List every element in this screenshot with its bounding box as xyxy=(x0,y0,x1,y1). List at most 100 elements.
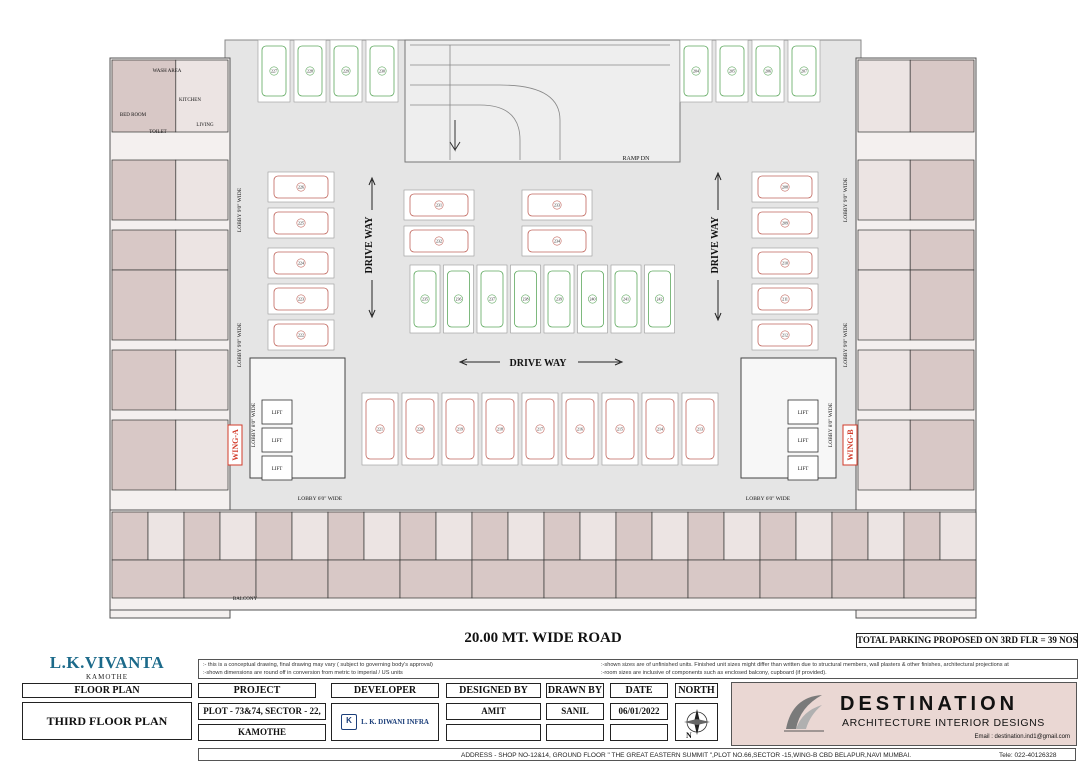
designed-by-value: AMIT xyxy=(446,703,541,720)
parking-slot-number: 222 xyxy=(298,333,304,338)
room-block xyxy=(939,511,977,561)
parking-slot: 211 xyxy=(751,283,819,315)
developer-name: L. K. DIWANI INFRA xyxy=(361,718,429,726)
destination-subtitle: ARCHITECTURE INTERIOR DESIGNS xyxy=(842,717,1045,729)
project-value-line1: PLOT - 73&74, SECTOR - 22, xyxy=(198,703,326,720)
date-blank xyxy=(610,724,668,741)
parking-slot-number: 234 xyxy=(554,239,560,244)
note-line: :-shown dimensions are round off in conv… xyxy=(203,670,403,676)
room-block xyxy=(857,159,911,221)
room-label: WASH AREA xyxy=(153,69,182,74)
parking-slot-number: 236 xyxy=(456,297,462,302)
footer-telephone: Tele: 022-40126328 xyxy=(999,752,1057,759)
drawn-by-header: DRAWN BY xyxy=(546,683,604,698)
destination-email: Email : destination.ind1@gmail.com xyxy=(974,734,1070,740)
developer-header: DEVELOPER xyxy=(331,683,439,698)
parking-slot-number: 239 xyxy=(556,297,562,302)
room-block xyxy=(909,159,975,221)
parking-slot-number: 210 xyxy=(782,261,788,266)
parking-slot: 236 xyxy=(443,264,474,334)
room-block xyxy=(867,511,905,561)
car-icon xyxy=(447,270,470,328)
destination-logo-icon xyxy=(784,695,824,732)
car-icon xyxy=(409,229,469,253)
parking-slot: 215 xyxy=(601,392,639,466)
note-line: :-room sizes are inclusive of components… xyxy=(601,670,827,676)
room-block xyxy=(909,349,975,411)
room-label: BALCONY xyxy=(233,597,258,602)
car-icon xyxy=(527,193,587,217)
lobby-label: LOBBY 8'0" WIDE xyxy=(251,402,257,447)
car-icon xyxy=(614,270,638,328)
room-block xyxy=(909,229,975,271)
parking-slot-number: 217 xyxy=(537,427,543,432)
parking-slot-number: 219 xyxy=(457,427,463,432)
parking-slot: 223 xyxy=(267,283,335,315)
parking-slot-number: 207 xyxy=(801,69,807,74)
parking-slot: 214 xyxy=(641,392,679,466)
project-value-line2: KAMOTHE xyxy=(198,724,326,741)
lift-label: LIFT xyxy=(798,439,809,444)
parking-slot: 229 xyxy=(329,39,363,103)
lobby-label: LOBBY 6'0" WIDE xyxy=(746,496,791,502)
parking-slot: 235 xyxy=(409,264,441,334)
parking-slot-number: 235 xyxy=(422,297,428,302)
drawn-by-value: SANIL xyxy=(546,703,604,720)
wing-b-label: WING-B xyxy=(846,429,855,461)
lk-logo-icon: K xyxy=(341,714,358,730)
car-icon xyxy=(547,270,571,328)
car-icon xyxy=(757,175,813,199)
north-arrow-icon: N xyxy=(684,709,710,740)
drive-way-label-right: DRIVE WAY xyxy=(710,216,721,274)
lobby-label: LOBBY 9'0" WIDE xyxy=(843,322,849,367)
parking-slot-number: 205 xyxy=(729,69,735,74)
ramp-area xyxy=(404,39,681,163)
car-icon xyxy=(648,270,671,328)
floor-plan-header: FLOOR PLAN xyxy=(22,683,192,698)
parking-slot-number: 220 xyxy=(417,427,423,432)
car-icon xyxy=(605,398,635,460)
car-icon xyxy=(645,398,675,460)
parking-slot-number: 204 xyxy=(693,69,699,74)
room-block xyxy=(175,269,229,341)
parking-slot: 234 xyxy=(521,225,593,257)
parking-slot: 242 xyxy=(644,264,675,334)
lift-shaft xyxy=(261,399,293,425)
room-label: TOILET xyxy=(149,130,166,135)
flat-units xyxy=(111,59,977,599)
room-block xyxy=(435,511,473,561)
project-brand: L.K.VIVANTA KAMOTHE xyxy=(22,653,192,681)
car-icon xyxy=(333,45,359,97)
room-label: LIVING xyxy=(196,123,214,128)
room-block xyxy=(687,511,725,561)
north-arrow-box: N xyxy=(675,703,718,741)
car-icon xyxy=(369,45,395,97)
room-block xyxy=(175,229,229,271)
car-icon xyxy=(297,45,323,97)
lobby-label: LOBBY 9'0" WIDE xyxy=(843,177,849,222)
room-block xyxy=(399,511,437,561)
parking-slot: 208 xyxy=(751,171,819,203)
room-block xyxy=(903,511,941,561)
wing-b-badge xyxy=(842,424,858,466)
drive-way-label-left: DRIVE WAY xyxy=(364,216,375,274)
room-block xyxy=(543,559,617,599)
lift-label: LIFT xyxy=(272,411,283,416)
parking-slot-number: 206 xyxy=(765,69,771,74)
car-icon xyxy=(514,270,537,328)
car-icon xyxy=(565,398,595,460)
parking-slot-number: 228 xyxy=(307,69,313,74)
parking-slot: 225 xyxy=(267,207,335,239)
parking-slot: 220 xyxy=(401,392,439,466)
lobby-label: LOBBY 8'0" WIDE xyxy=(828,402,834,447)
parking-slot: 226 xyxy=(267,171,335,203)
parking-slot: 210 xyxy=(751,247,819,279)
parking-slot: 206 xyxy=(751,39,785,103)
designed-by-header: DESIGNED BY xyxy=(446,683,541,698)
parking-slot-number: 240 xyxy=(590,297,596,302)
room-block xyxy=(615,559,689,599)
parking-slot: 227 xyxy=(257,39,291,103)
